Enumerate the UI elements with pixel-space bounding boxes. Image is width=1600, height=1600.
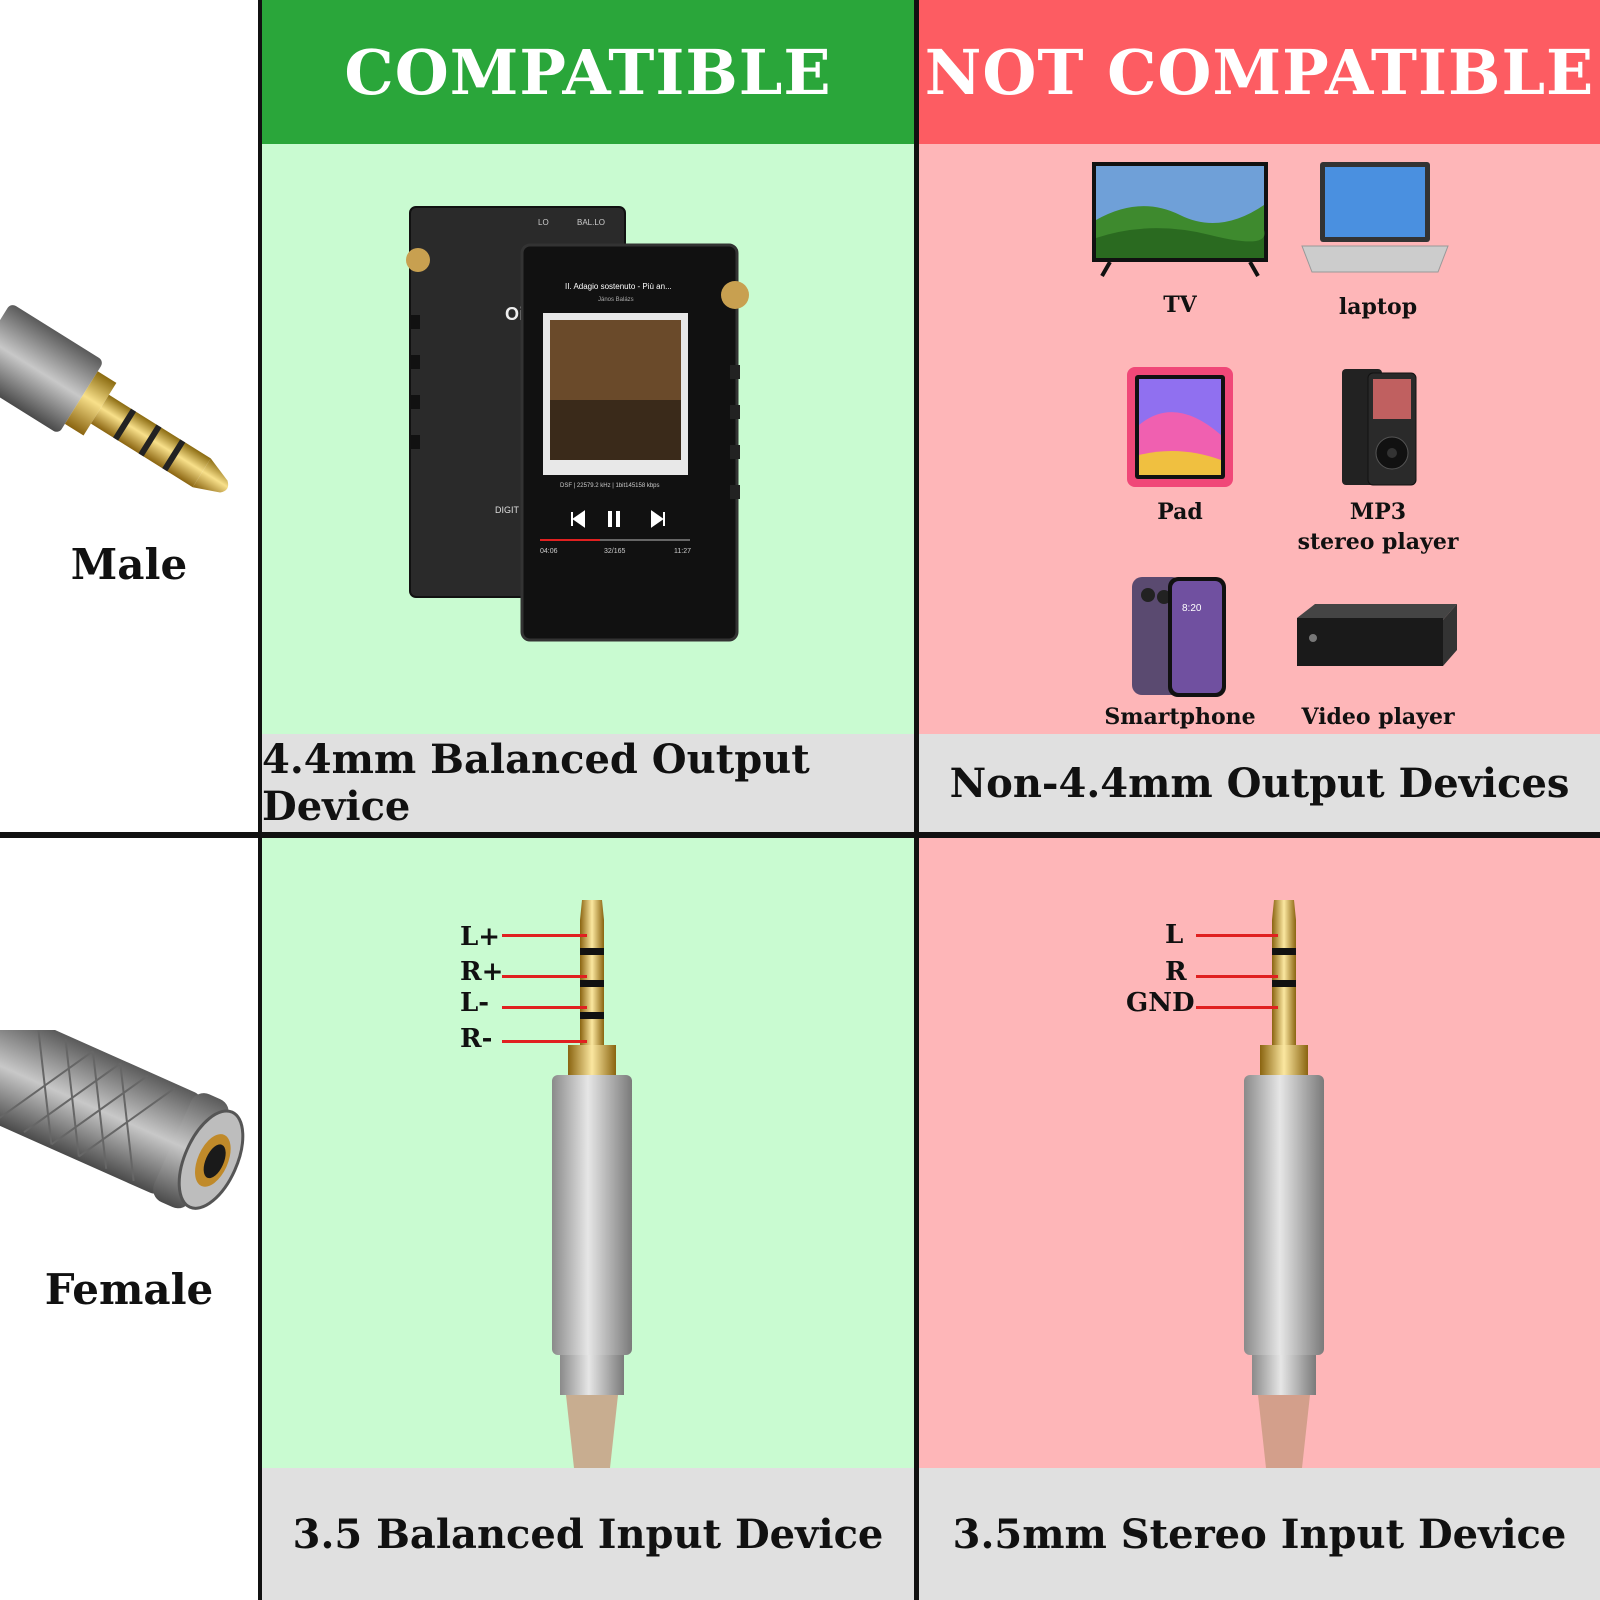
pin-label-r: R bbox=[1165, 957, 1187, 987]
tv-icon bbox=[1092, 162, 1268, 277]
input-not-footer: 3.5mm Stereo Input Device bbox=[919, 1468, 1600, 1600]
dap-elapsed: 04:06 bbox=[540, 548, 558, 555]
video-player-icon bbox=[1297, 604, 1457, 666]
dap-track-title: II. Adagio sostenuto - Più an... bbox=[565, 282, 672, 291]
pin-label-l-minus: L- bbox=[460, 988, 490, 1018]
device-label-tv: TV bbox=[1163, 292, 1197, 318]
male-label: Male bbox=[70, 540, 188, 589]
stereo-3-5mm-plug-icon bbox=[1244, 900, 1324, 1468]
dap-bal-lo-label: BAL.LO bbox=[577, 218, 605, 227]
pin-line-r-minus bbox=[502, 1040, 587, 1043]
dap-brand: Oi bbox=[505, 304, 524, 324]
pin-line-l-plus bbox=[502, 934, 587, 937]
input-compatible-footer: 3.5 Balanced Input Device bbox=[262, 1468, 914, 1600]
pin-line-l bbox=[1196, 934, 1278, 937]
dap-duration: 11:27 bbox=[674, 548, 691, 555]
output-not-footer: Non-4.4mm Output Devices bbox=[919, 734, 1600, 832]
dap-lo-label: LO bbox=[538, 218, 549, 227]
smartphone-icon: 8:20 bbox=[1132, 577, 1226, 697]
female-3-5mm-jack-icon bbox=[0, 1030, 245, 1210]
pin-label-l: L bbox=[1165, 920, 1184, 950]
device-label-smartphone: Smartphone bbox=[1104, 704, 1256, 730]
horizontal-divider bbox=[0, 832, 1600, 838]
device-label-laptop: laptop bbox=[1338, 294, 1418, 320]
pin-line-gnd bbox=[1196, 1006, 1278, 1009]
not-compatible-header: NOT COMPATIBLE bbox=[919, 0, 1600, 144]
tablet-icon bbox=[1127, 367, 1233, 487]
dap-artist: János Balázs bbox=[598, 297, 634, 303]
dap-back-text: DIGIT bbox=[495, 505, 520, 515]
female-label: Female bbox=[44, 1265, 214, 1314]
male-4-4mm-plug-icon bbox=[0, 305, 229, 493]
pin-label-l-plus: L+ bbox=[460, 922, 501, 952]
pin-line-r bbox=[1196, 975, 1278, 978]
digital-audio-player-icon: LO BAL.LO Oi DIGIT II. Adagio sostenuto … bbox=[406, 206, 749, 642]
balanced-3-5mm-plug-icon bbox=[552, 900, 632, 1468]
dap-format-info: DSF | 22579.2 kHz | 1bit145158 kbps bbox=[560, 483, 660, 489]
pin-label-r-plus: R+ bbox=[460, 957, 504, 987]
laptop-icon bbox=[1301, 162, 1449, 273]
device-label-pad: Pad bbox=[1157, 499, 1203, 525]
mp3-player-icon bbox=[1342, 369, 1417, 486]
device-label-video-player: Video player bbox=[1301, 704, 1455, 730]
device-label-mp3: MP3 stereo player bbox=[1297, 499, 1459, 555]
svg-text:8:20: 8:20 bbox=[1182, 603, 1202, 614]
vertical-divider-middle bbox=[914, 0, 919, 1600]
dap-track-index: 32/165 bbox=[604, 548, 626, 555]
pin-line-r-plus bbox=[502, 975, 587, 978]
pin-line-l-minus bbox=[502, 1006, 587, 1009]
vertical-divider-left bbox=[258, 0, 262, 1600]
output-compatible-footer: 4.4mm Balanced Output Device bbox=[262, 734, 914, 832]
compatible-header: COMPATIBLE bbox=[262, 0, 914, 144]
pin-label-r-minus: R- bbox=[460, 1024, 493, 1054]
pin-label-gnd: GND bbox=[1126, 988, 1195, 1018]
